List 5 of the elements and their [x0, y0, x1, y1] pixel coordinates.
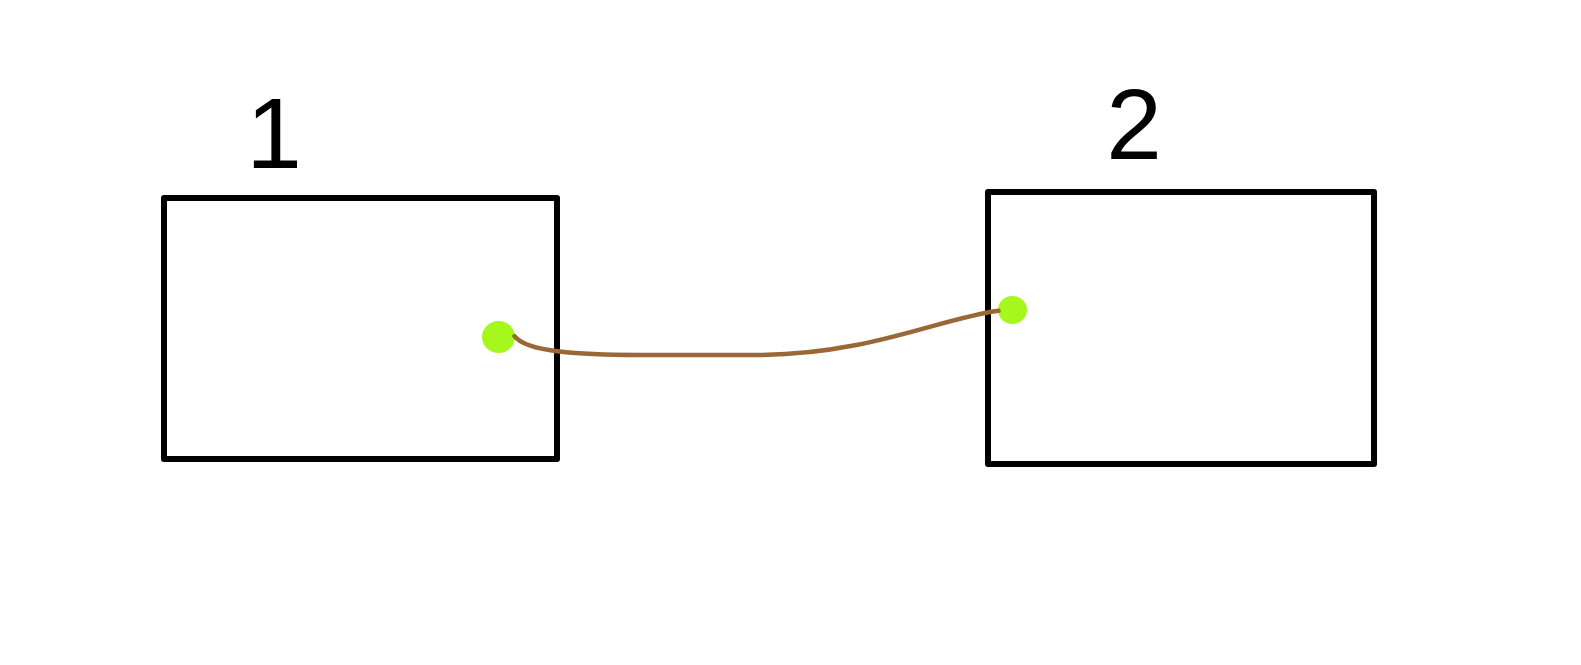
endpoint-dot — [482, 321, 515, 353]
connector-line — [512, 308, 1001, 358]
box-number: 2 — [1106, 74, 1162, 174]
endpoint-dot — [998, 296, 1027, 324]
box-number: 1 — [246, 83, 302, 183]
